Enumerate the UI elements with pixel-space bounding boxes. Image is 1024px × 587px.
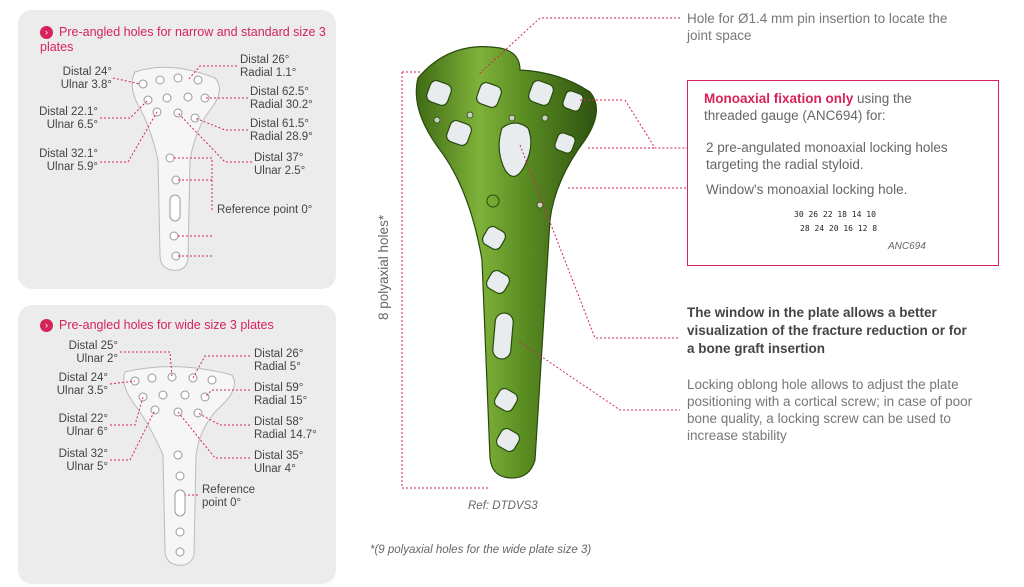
label-distal-61-5: Distal 61.5°Radial 28.9° bbox=[250, 118, 313, 143]
label-distal-22: Distal 22°Ulnar 6° bbox=[58, 413, 108, 438]
gauge-caption: ANC694 bbox=[888, 241, 926, 252]
pin-hole-text: Hole for Ø1.4 mm pin insertion to locate… bbox=[687, 11, 948, 43]
main-leader-lines bbox=[401, 17, 690, 489]
mono-title-line2: threaded gauge (ANC694) for: bbox=[704, 108, 886, 123]
monoaxial-box: Monoaxial fixation only using the thread… bbox=[687, 80, 999, 266]
label-distal-37: Distal 37°Ulnar 2.5° bbox=[254, 152, 306, 177]
label-distal-26-wide: Distal 26°Radial 5° bbox=[254, 348, 304, 373]
top-leader-lines bbox=[100, 65, 252, 257]
mono-item-2: Window's monoaxial locking hole. bbox=[706, 182, 908, 197]
top-plate-illustration bbox=[131, 66, 220, 271]
polyaxial-holes-label: 8 polyaxial holes* bbox=[376, 214, 391, 320]
bottom-panel-title: ›Pre-angled holes for wide size 3 plates bbox=[40, 318, 330, 333]
top-panel-title: ›Pre-angled holes for narrow and standar… bbox=[40, 25, 326, 54]
chevron-right-icon: › bbox=[40, 319, 53, 332]
label-distal-35: Distal 35°Ulnar 4° bbox=[254, 450, 304, 475]
label-distal-58: Distal 58°Radial 14.7° bbox=[254, 416, 317, 441]
bottom-plate-illustration bbox=[123, 366, 235, 566]
label-reference-point: Reference point 0° bbox=[217, 204, 313, 216]
label-distal-25: Distal 25°Ulnar 2° bbox=[68, 340, 118, 365]
label-distal-62-5: Distal 62.5°Radial 30.2° bbox=[250, 86, 313, 111]
mono-title: Monoaxial fixation only using the bbox=[704, 91, 912, 106]
footnote: *(9 polyaxial holes for the wide plate s… bbox=[370, 544, 592, 556]
gauge-scale-top: 30 26 22 18 14 10 bbox=[794, 210, 876, 219]
label-distal-32: Distal 32°Ulnar 5° bbox=[58, 448, 108, 473]
bottom-leader-lines bbox=[109, 351, 250, 496]
label-distal-24: Distal 24°Ulnar 3.8° bbox=[60, 66, 112, 91]
oblong-hole-text: Locking oblong hole allows to adjust the… bbox=[687, 377, 973, 443]
plate-ref: Ref: DTDVS3 bbox=[468, 500, 538, 512]
chevron-right-icon: › bbox=[40, 26, 53, 39]
gauge-scale-bottom: 28 24 20 16 12 8 bbox=[800, 224, 878, 233]
label-distal-24-wide: Distal 24°Ulnar 3.5° bbox=[56, 372, 108, 397]
label-distal-22-1: Distal 22.1°Ulnar 6.5° bbox=[39, 106, 98, 131]
label-distal-26: Distal 26°Radial 1.1° bbox=[240, 54, 297, 79]
label-distal-32-1: Distal 32.1°Ulnar 5.9° bbox=[39, 148, 98, 173]
green-plate-illustration bbox=[415, 46, 597, 479]
label-distal-59: Distal 59°Radial 15° bbox=[254, 382, 308, 407]
